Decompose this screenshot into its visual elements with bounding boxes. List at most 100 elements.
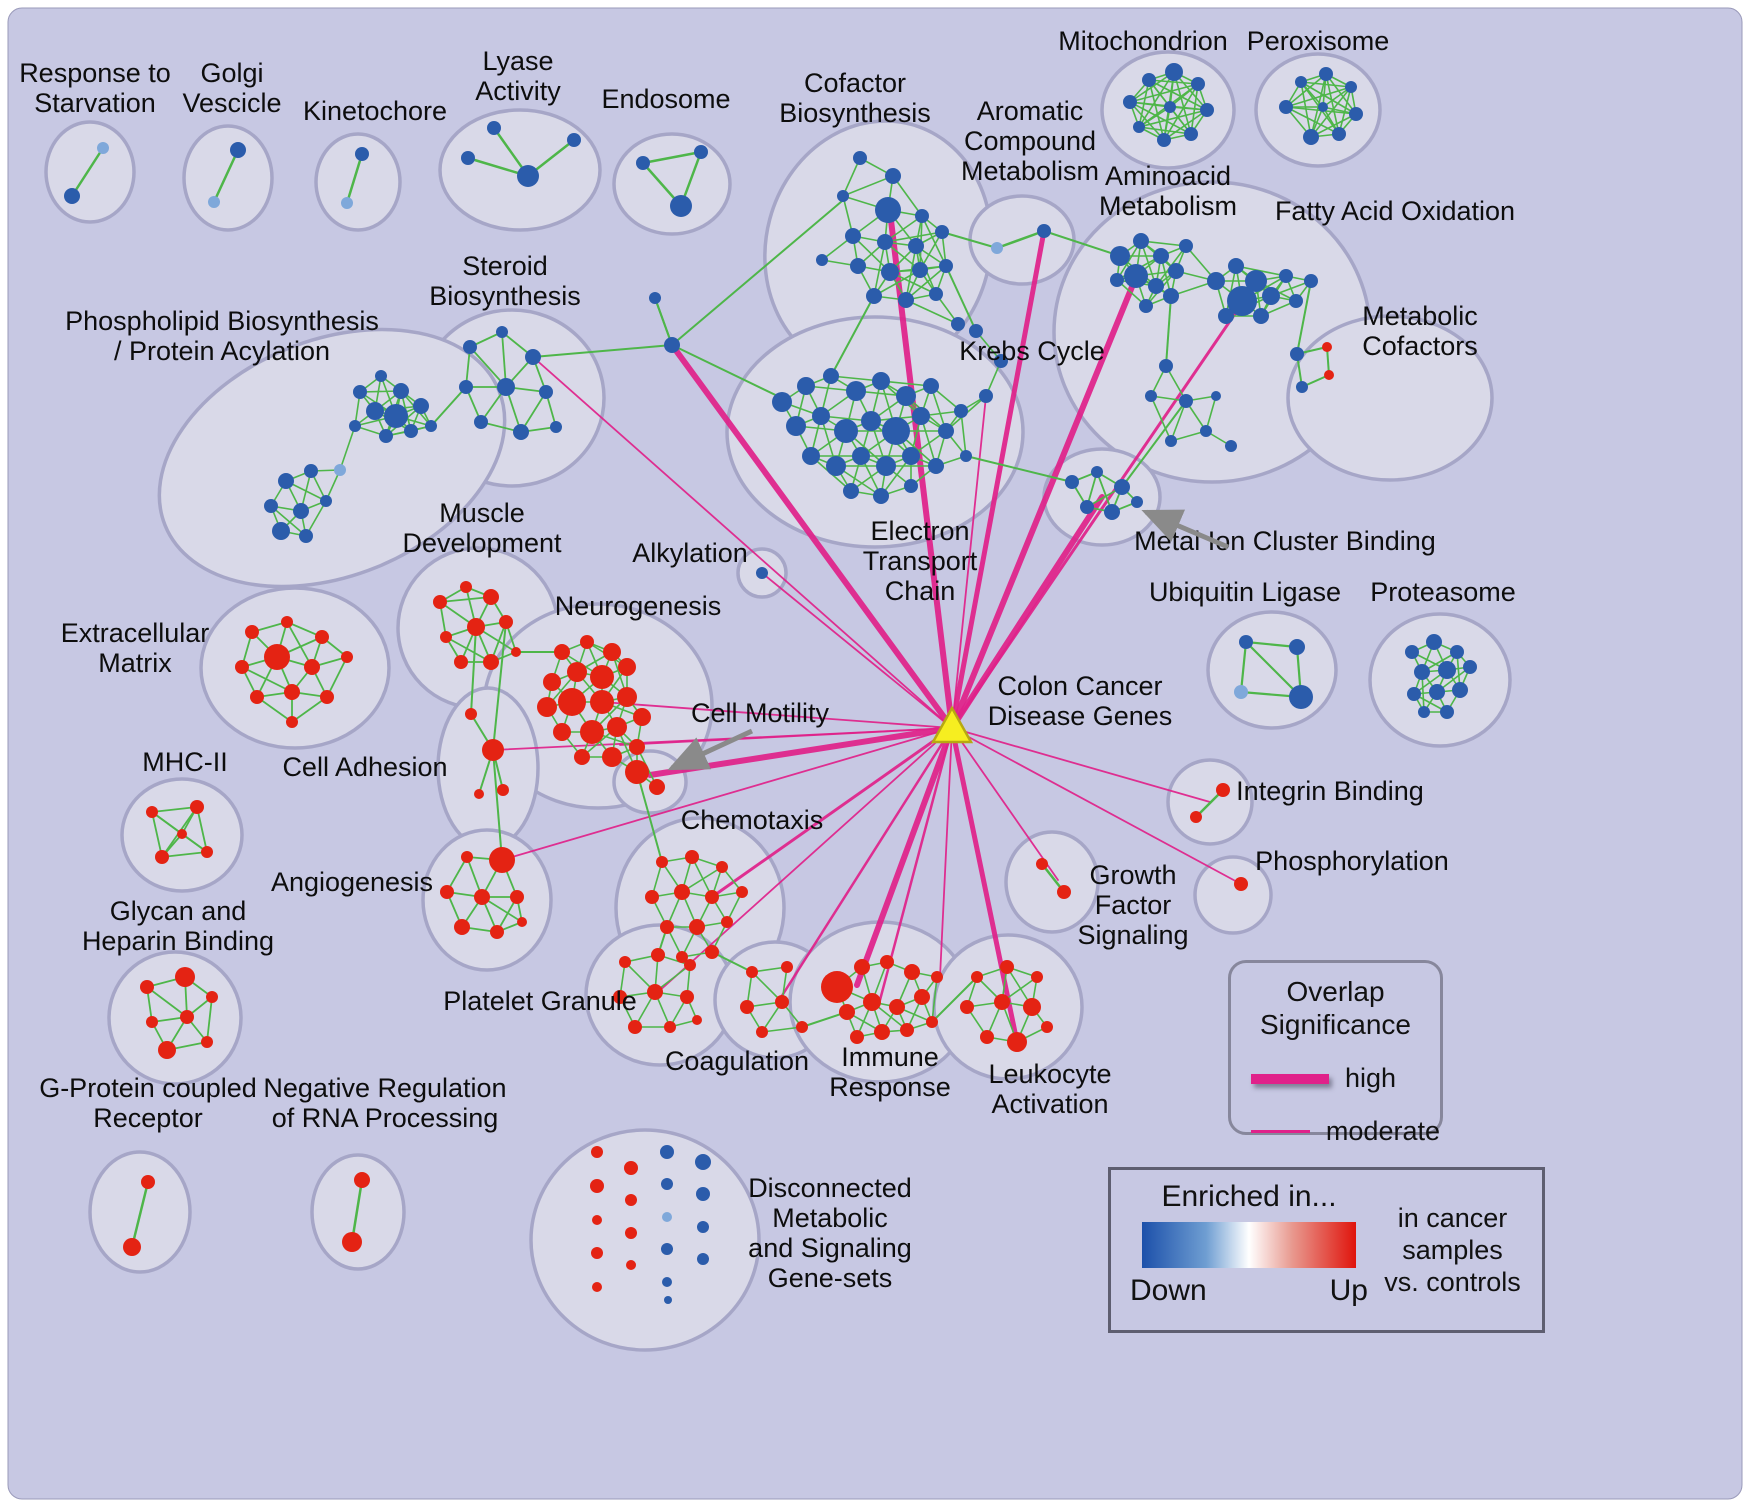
gene-set-node (1304, 274, 1318, 288)
gene-set-node (1080, 500, 1094, 514)
label-angiogenesis: Angiogenesis (271, 867, 433, 897)
gene-set-node (661, 1243, 673, 1255)
gene-set-node (264, 499, 278, 513)
gene-set-node (474, 889, 490, 905)
coexpression-edge (291, 696, 328, 723)
gene-set-node (281, 616, 293, 628)
coexpression-edge (1310, 86, 1352, 138)
gene-set-node (863, 993, 881, 1011)
gene-set-node (1253, 308, 1269, 324)
coexpression-edge (430, 386, 467, 427)
gene-set-node (1191, 77, 1205, 91)
overlap-title-line2: Significance (1260, 1009, 1411, 1040)
gene-set-node (590, 665, 614, 689)
coexpression-edge (1121, 400, 1187, 488)
gene-set-node (1289, 294, 1303, 308)
gene-set-node (201, 846, 213, 858)
gene-set-node (499, 615, 513, 629)
gene-set-node (489, 847, 515, 873)
gene-set-node (1153, 248, 1169, 264)
gene-set-node (633, 708, 651, 726)
gene-set-node (1123, 95, 1137, 109)
gene-set-node (1225, 440, 1237, 452)
gene-set-node (980, 1030, 994, 1044)
pointer-arrow (667, 728, 754, 771)
gene-set-node (756, 567, 768, 579)
gene-set-node (902, 447, 920, 465)
overlap-edge (761, 572, 953, 729)
gene-set-node (861, 411, 881, 431)
gene-set-node (341, 651, 353, 663)
cluster-ellipse-ubiquitin-ligase (1206, 610, 1338, 730)
gene-set-node (971, 971, 983, 983)
coexpression-edge (1235, 265, 1287, 277)
gene-set-node (873, 488, 889, 504)
gene-set-node (341, 197, 353, 209)
gene-set-node (1324, 370, 1334, 380)
gene-set-node (355, 147, 369, 161)
coexpression-edge (905, 299, 959, 325)
gene-set-node (607, 717, 627, 737)
gene-set-node (979, 389, 993, 403)
gene-set-node (1190, 811, 1202, 823)
coexpression-edge (1245, 641, 1302, 698)
gene-set-node (1145, 390, 1157, 402)
gene-set-node (1091, 466, 1103, 478)
coexpression-edge (256, 696, 293, 723)
gene-set-node (697, 1221, 709, 1233)
overlap-edge (878, 726, 954, 1002)
coexpression-edge (241, 666, 293, 693)
gene-set-node (740, 1000, 754, 1014)
gene-set-node (543, 673, 561, 691)
gene-set-node (1037, 224, 1051, 238)
gene-set-node (591, 1247, 603, 1259)
gene-set-node (619, 956, 631, 968)
gene-set-node (315, 630, 329, 644)
gene-set-node (602, 747, 622, 767)
gene-set-node (796, 1021, 808, 1033)
gene-set-node (1007, 1032, 1027, 1052)
gene-set-node (736, 886, 748, 898)
gene-set-node (645, 890, 659, 904)
coexpression-edge (691, 856, 713, 898)
overlap-title-line1: Overlap (1286, 976, 1385, 1007)
gene-set-node (513, 424, 529, 440)
gene-set-node (1322, 342, 1332, 352)
gene-set-node (487, 121, 501, 135)
gene-set-node (1110, 246, 1130, 266)
gene-set-node (590, 690, 614, 714)
coexpression-edge (1138, 106, 1171, 128)
gene-set-node (664, 1296, 672, 1304)
coexpression-edge (146, 986, 188, 1018)
gene-set-node (994, 354, 1008, 368)
gene-set-node (874, 1024, 890, 1040)
coexpression-edge (206, 996, 213, 1043)
gene-set-node (320, 495, 332, 507)
coexpression-edge (830, 295, 875, 377)
gene-set-node (1245, 270, 1267, 292)
gene-set-node (603, 643, 621, 661)
gene-set-node (1110, 273, 1124, 287)
gene-set-node (454, 655, 468, 669)
gene-set-node (1227, 286, 1257, 316)
coexpression-edge (1300, 81, 1312, 138)
coexpression-edge (532, 344, 673, 358)
coexpression-edge (470, 626, 477, 715)
gene-set-node (850, 1030, 864, 1044)
gene-set-node (1065, 475, 1079, 489)
coexpression-edge (751, 971, 783, 1003)
gene-set-node (379, 429, 393, 443)
cluster-ellipse-golgi-vescicle (182, 124, 274, 232)
enrichment-gradient-bar (1142, 1222, 1356, 1268)
gene-set-node (812, 407, 830, 425)
legend-enrichment: Enriched in... Down Up in cancer samples… (1108, 1167, 1545, 1333)
gene-set-node (775, 995, 789, 1009)
gene-set-node (190, 800, 204, 814)
label-krebs-cycle: Krebs Cycle (959, 336, 1105, 366)
gene-set-node (1239, 635, 1253, 649)
enrichment-context-text: in cancer samples vs. controls (1375, 1180, 1530, 1320)
